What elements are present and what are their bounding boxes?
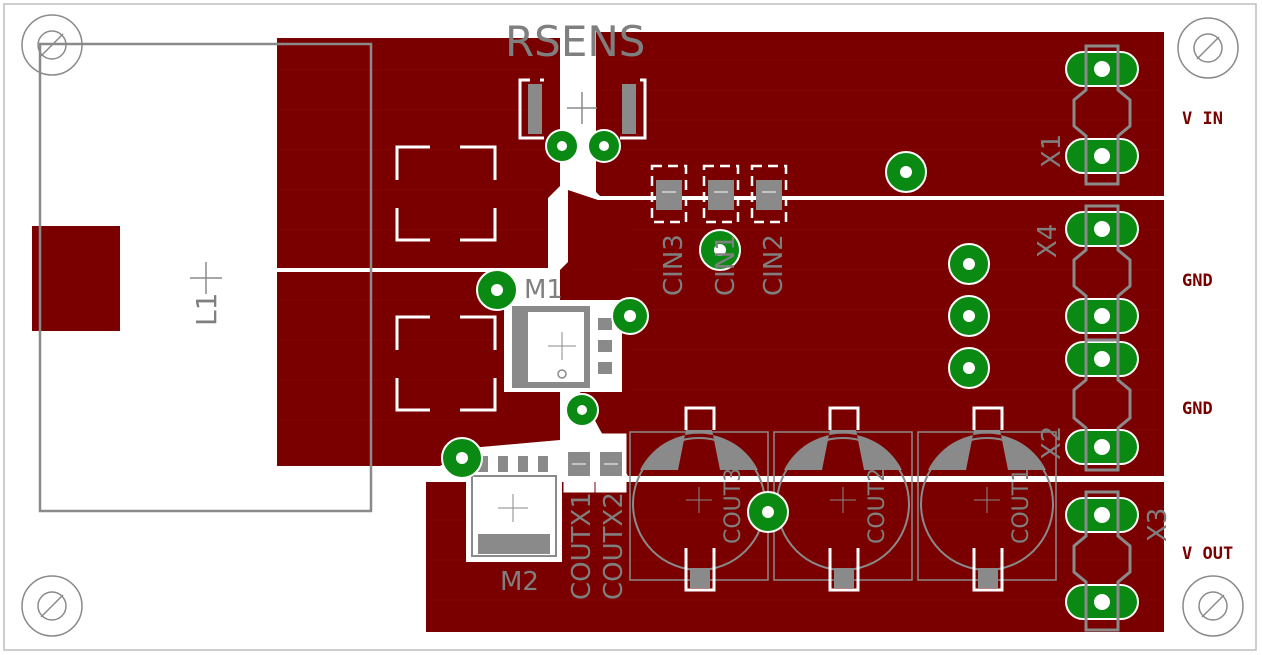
- cout2-footprint: [773, 406, 913, 592]
- designator-labels: RSENS L1 M1 M2 CIN3 CIN1 CIN2 COUTX1 COU…: [190, 17, 1173, 600]
- m1-footprint: [504, 300, 622, 392]
- via-icon: [885, 151, 927, 193]
- cout3-label: COUT3: [721, 468, 746, 544]
- mounting-hole-icon: [1182, 575, 1244, 637]
- x3-label: X3: [1143, 508, 1173, 542]
- mounting-hole-icon: [21, 575, 83, 637]
- via-icon: [441, 437, 483, 479]
- via-icon: [747, 491, 789, 533]
- via-icon: [611, 297, 649, 335]
- via-icon: [476, 269, 518, 311]
- vin-label: V IN: [1182, 109, 1223, 129]
- l1-pad-left: [32, 226, 120, 331]
- vout-pour: [426, 482, 1164, 632]
- l1-pad-outlines: [395, 145, 497, 412]
- cout1-footprint: [917, 406, 1057, 592]
- cin3-label: CIN3: [659, 234, 689, 296]
- x2-connector: [1065, 338, 1139, 472]
- connector-pads: [1065, 44, 1139, 632]
- via-icon: [587, 129, 621, 163]
- coutx-footprints: [563, 433, 627, 493]
- x1-connector: [1065, 44, 1139, 186]
- cin1-label: CIN1: [711, 234, 741, 296]
- vin-pour: [596, 32, 1164, 196]
- cin3-footprint: [650, 164, 688, 224]
- rsens-label: RSENS: [505, 17, 645, 66]
- coutx2-label: COUTX2: [599, 492, 629, 600]
- m2-label: M2: [500, 567, 539, 597]
- vias: [441, 129, 990, 533]
- via-icon: [948, 243, 990, 285]
- l1-footprint: [38, 42, 373, 513]
- cin2-label: CIN2: [759, 234, 789, 296]
- x2-label: X2: [1037, 426, 1067, 460]
- connector-net-labels: V IN GND GND V OUT: [1182, 109, 1233, 564]
- vout-label: V OUT: [1182, 544, 1233, 564]
- mounting-hole-icon: [1177, 17, 1239, 79]
- x4-label: X4: [1033, 224, 1063, 258]
- m1-label: M1: [524, 275, 563, 305]
- gnd-label-bottom: GND: [1182, 399, 1213, 419]
- l1-label: L1: [190, 293, 223, 326]
- m2-footprint: [466, 448, 562, 562]
- x3-connector: [1065, 490, 1139, 632]
- coutx1-label: COUTX1: [567, 492, 597, 600]
- cout2-label: COUT2: [865, 468, 890, 544]
- via-icon: [545, 129, 579, 163]
- cin1-footprint: [702, 164, 740, 224]
- x4-connector: [1065, 204, 1139, 342]
- cin2-footprint: [750, 164, 788, 224]
- gnd-label-top: GND: [1182, 271, 1213, 291]
- switch-node-pour-top: [277, 38, 560, 268]
- via-icon: [565, 393, 599, 427]
- cin-footprints: [650, 164, 788, 224]
- x1-label: X1: [1037, 134, 1067, 168]
- cout1-label: COUT1: [1009, 468, 1034, 544]
- rsens-footprint: [518, 40, 647, 188]
- via-icon: [699, 229, 741, 271]
- via-icon: [948, 295, 990, 337]
- via-icon: [948, 347, 990, 389]
